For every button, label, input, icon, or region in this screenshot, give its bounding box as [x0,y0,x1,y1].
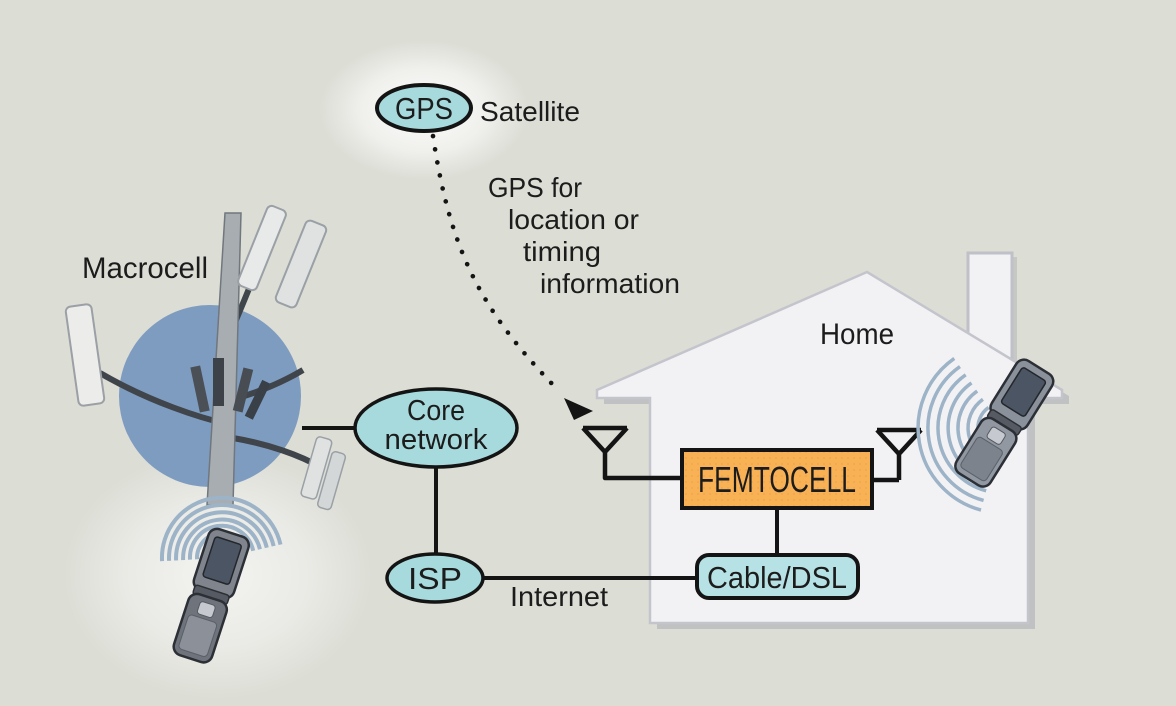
core-network-node [353,387,519,469]
phone-keypad [960,436,1003,482]
right-antenna-icon [872,427,923,483]
core-network-label-line2: network [385,424,489,456]
macro-flip-phone-icon [172,527,251,664]
gps-node [375,83,473,133]
antenna-panel-right-2 [317,450,347,511]
antenna-panel-right-1 [300,436,333,500]
gps-info-line-3: timing [523,236,601,267]
gps-info-text: GPS for location or timing information [488,172,680,299]
equipment-box [244,379,271,420]
femtocell-texture [684,452,870,506]
home-flip-phone-icon [954,358,1055,488]
internet-label: Internet [510,581,608,612]
gps-dotted-line [430,133,561,393]
equipment-box [190,365,210,413]
cable-dsl-rect [695,553,860,600]
core-network-label-line1: Core [407,395,465,427]
equipment-box [213,358,224,406]
phone-screen [202,536,242,585]
antenna-panel-top-1 [237,204,287,292]
house-body [595,270,1064,625]
satellite-caption: Satellite [480,96,580,127]
macrocell-tower-photo [64,204,347,511]
femtocell-box: FEMTOCELL [680,448,874,510]
tower-panels [64,204,347,511]
left-antenna-icon [581,425,682,481]
home-label: Home [820,318,894,351]
isp-node [385,552,485,604]
femtocell-label: FEMTOCELL [698,459,856,500]
gps-info-line-1: GPS for [488,172,582,203]
antenna-panel-top-2 [274,219,328,309]
equipment-box [232,367,254,413]
isp-label: ISP [408,561,462,596]
gps-arrowhead-icon [564,398,593,420]
phone-keypad [178,614,218,657]
antenna-panel-left [64,303,106,407]
cable-dsl-label: Cable/DSL [707,560,847,595]
phone-nav-button [196,601,216,618]
tower-equipment [190,358,271,420]
gps-label: GPS [395,91,453,126]
phone-screen [1000,367,1047,417]
phone-nav-button [986,426,1006,445]
gps-info-line-4: information [540,268,680,299]
macrocell-label: Macrocell [82,252,208,285]
cable-dsl-box: Cable/DSL [695,553,860,600]
gps-info-line-2: location or [508,204,639,235]
